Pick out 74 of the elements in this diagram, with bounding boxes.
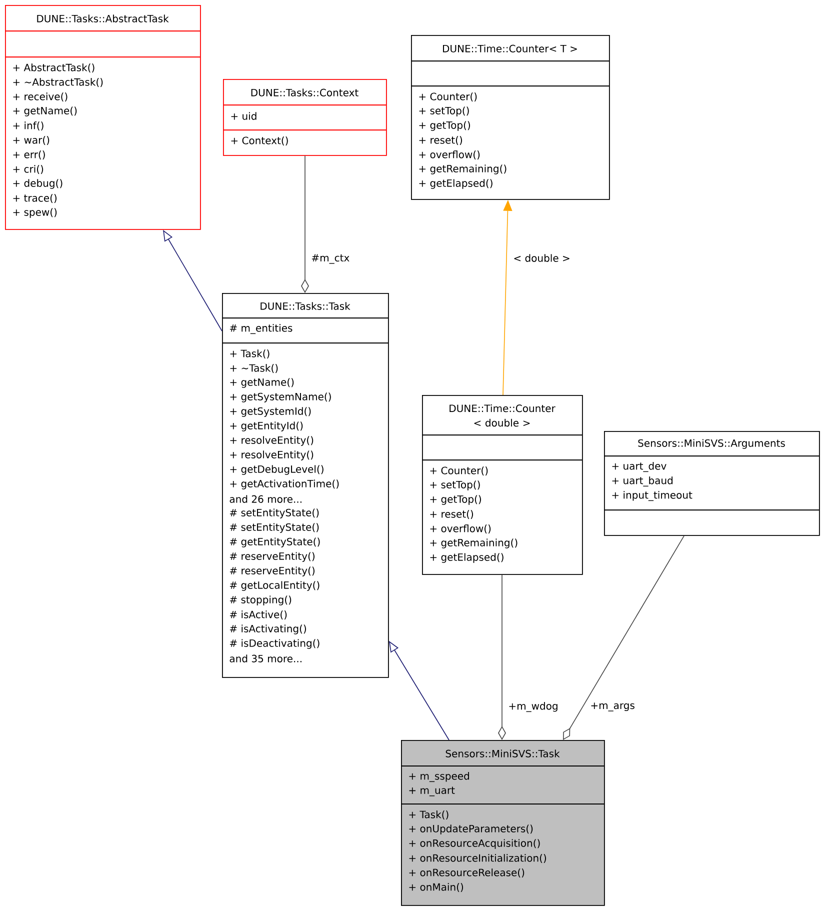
method-text: + getEntityId() — [230, 422, 303, 432]
connector-arrow — [498, 574, 506, 740]
edge-label: < double > — [512, 253, 572, 263]
method-text: # setEntityState() — [230, 523, 319, 533]
method-text: + Task() — [230, 350, 270, 358]
method-text: # reserveEntity() — [230, 566, 314, 576]
edge-label: +m_args — [589, 702, 636, 712]
method-text: + getRemaining() — [430, 538, 518, 548]
method-text: + onUpdateParameters() — [409, 824, 533, 834]
method-text: # getLocalEntity() — [230, 581, 320, 591]
method-text: + getDebugLevel() — [230, 465, 324, 475]
method-text: # getEntityState() — [230, 538, 320, 548]
method-text: + onResourceInitialization() — [409, 854, 546, 863]
method-text: # stopping() — [230, 596, 292, 606]
class-box: DUNE::Tasks::AbstractTask + AbstractTask() + ~AbstractTask() + receive() + getName() + inf() + war() + err() + cri() + debug() + trace() + spew() — [4, 5, 201, 230]
class-box: Sensors::MiniSVS::Task + m_sspeed + m_uart + Task() + onUpdateParameters() + onResourceAcquisition() + onResourceInitialization() + onResourceRelease() + onMain() — [400, 740, 605, 906]
attribute-text: # m_entities — [230, 324, 292, 334]
connector-arrow — [563, 536, 684, 740]
method-text: + getSystemName() — [230, 392, 331, 402]
method-text: + onResourceRelease() — [409, 868, 524, 878]
method-text: # reserveEntity() — [230, 552, 314, 562]
method-text: # setEntityState() — [230, 508, 319, 518]
class-box: Sensors::MiniSVS::Arguments + uart_dev + uart_baud + input_timeout — [604, 431, 820, 536]
method-text: + spew() — [13, 208, 57, 218]
method-text: + inf() — [13, 122, 44, 130]
method-text: + getName() — [13, 106, 77, 116]
method-text: + ~Task() — [230, 364, 278, 373]
method-text: + getSystemId() — [230, 407, 311, 417]
method-text: + getActivationTime() — [230, 480, 339, 490]
method-text: + getRemaining() — [419, 164, 506, 174]
method-text: + Counter() — [430, 466, 488, 476]
method-text: + AbstractTask() — [13, 64, 94, 72]
method-text: + war() — [13, 136, 50, 145]
attribute-text: + uid — [231, 112, 256, 120]
method-text: # isDeactivating() — [230, 639, 320, 649]
method-text: + err() — [13, 150, 45, 160]
method-text: + cri() — [13, 165, 44, 174]
method-text: + reset() — [419, 136, 462, 145]
class-box: DUNE::Time::Counter < double > + Counter() + setTop() + getTop() + reset() + overflow() + getRemaining() + getElapsed() — [422, 395, 583, 575]
method-text: + setTop() — [430, 480, 480, 490]
attribute-text: + m_sspeed — [409, 772, 469, 782]
edge-label: #m_ctx — [310, 253, 351, 265]
method-text: + getTop() — [419, 121, 470, 131]
method-text: + onResourceAcquisition() — [409, 839, 540, 849]
method-text: + resolveEntity() — [230, 450, 314, 460]
method-text: + getElapsed() — [419, 179, 492, 189]
method-text: + debug() — [13, 179, 62, 189]
method-text: and 26 more... — [230, 495, 302, 503]
method-text: + resolveEntity() — [230, 436, 314, 446]
edge-label: +m_wdog — [507, 701, 560, 713]
method-text: + receive() — [13, 92, 68, 102]
method-text: # isActivating() — [230, 624, 306, 634]
method-text: + reset() — [430, 510, 474, 519]
method-text: + onMain() — [409, 883, 464, 892]
method-text: + trace() — [13, 194, 56, 203]
attribute-text: + uart_baud — [612, 476, 672, 486]
attribute-text: + uart_dev — [612, 462, 666, 472]
attribute-text: + input_timeout — [612, 491, 692, 501]
method-text: + getName() — [230, 378, 294, 388]
method-text: + getTop() — [430, 495, 481, 505]
method-text: + overflow() — [430, 524, 491, 534]
class-box: DUNE::Tasks::Task # m_entities + Task() + ~Task() + getName() + getSystemName() + getSystemId() + getEntityId() + resolveEntity() + resolveEntity() + getDebugLevel() + getActivationTime() and 26 more... # setEntityState() # setEntityState() # getEntityState() # reserveEntity() # reserveEntity() # getLocalEntity() # stopping() # isActive() # isActivating() # isDeactivating() and 35 more... — [222, 293, 389, 678]
class-box: DUNE::Time::Counter< T > + Counter() + setTop() + getTop() + reset() + overflow() + getRemaining() + getElapsed() — [410, 35, 610, 200]
method-text: + setTop() — [419, 106, 469, 116]
method-text: + Task() — [409, 810, 448, 820]
method-text: + Context() — [231, 136, 288, 146]
method-text: + ~AbstractTask() — [13, 78, 103, 87]
class-box: DUNE::Tasks::Context + uid + Context() — [222, 79, 387, 156]
method-text: + Counter() — [419, 92, 477, 102]
method-text: # isActive() — [230, 610, 287, 620]
method-text: and 35 more... — [230, 654, 302, 662]
attribute-text: + m_uart — [409, 786, 455, 796]
method-text: + overflow() — [419, 150, 480, 160]
method-text: + getElapsed() — [430, 553, 504, 563]
